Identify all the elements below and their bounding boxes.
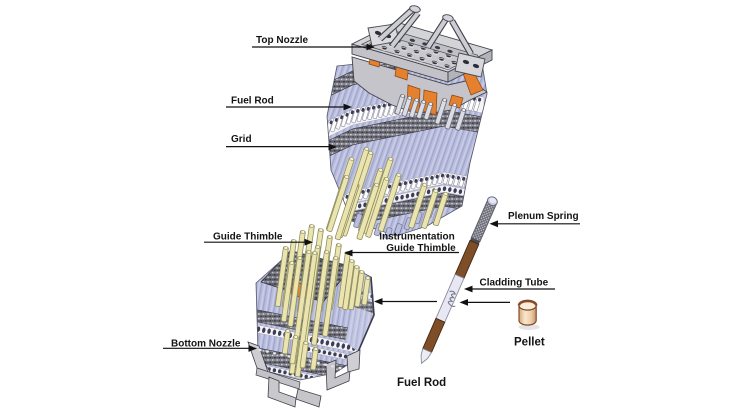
svg-text:Bottom Nozzle: Bottom Nozzle: [171, 339, 241, 350]
svg-text:Instrumentation: Instrumentation: [379, 232, 455, 243]
svg-text:Fuel Rod: Fuel Rod: [231, 96, 274, 107]
svg-text:Cladding Tube: Cladding Tube: [480, 278, 549, 289]
svg-text:Plenum Spring: Plenum Spring: [508, 211, 579, 222]
svg-text:Fuel Rod: Fuel Rod: [397, 377, 446, 389]
svg-text:Guide Thimble: Guide Thimble: [386, 243, 456, 254]
svg-text:Grid: Grid: [231, 134, 252, 145]
svg-text:Pellet: Pellet: [514, 337, 545, 349]
svg-text:Guide Thimble: Guide Thimble: [213, 232, 283, 243]
svg-text:Top Nozzle: Top Nozzle: [256, 35, 308, 46]
